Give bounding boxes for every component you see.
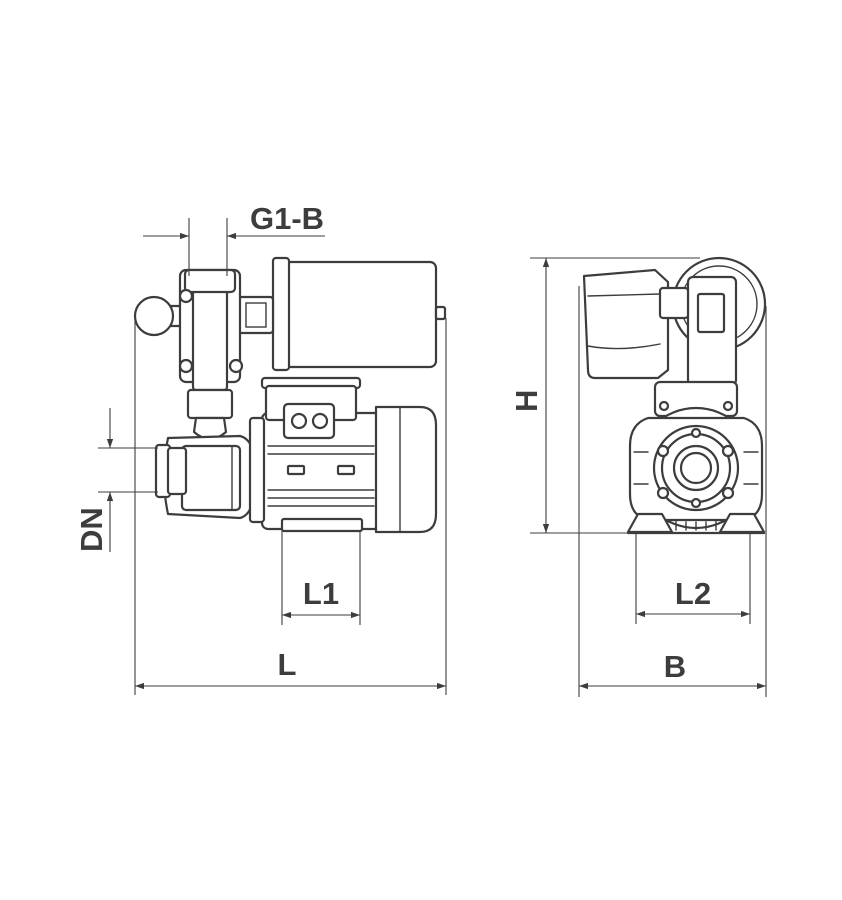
pressure-tank <box>271 256 447 372</box>
label-l: L <box>278 647 297 682</box>
side-view <box>133 256 447 534</box>
base-feet <box>626 512 766 535</box>
label-h: H <box>509 390 544 412</box>
dimension-lines <box>98 218 767 697</box>
front-valve <box>658 275 738 387</box>
label-dn: DN <box>74 507 109 552</box>
label-b: B <box>664 649 686 684</box>
label-l1: L1 <box>303 576 339 611</box>
pressure-switch <box>582 268 670 380</box>
label-g1b: G1-B <box>250 201 324 236</box>
motor-front <box>628 406 764 530</box>
front-view <box>582 256 767 535</box>
valve-body <box>178 268 244 441</box>
motor <box>248 405 438 534</box>
dimension-labels: G1-B DN L1 L H L2 B <box>74 201 711 684</box>
inlet-pipe <box>154 443 188 499</box>
valve-knob <box>133 295 187 337</box>
label-l2: L2 <box>675 576 711 611</box>
terminal-box <box>260 376 362 440</box>
